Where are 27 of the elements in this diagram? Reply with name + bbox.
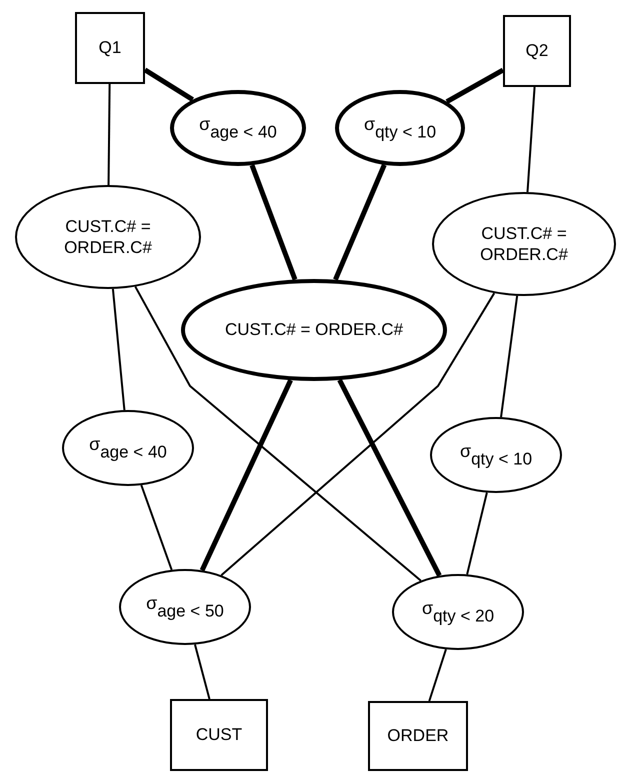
connector-line <box>428 649 447 702</box>
node-label: CUST <box>196 724 242 746</box>
node-label: Q2 <box>526 40 548 62</box>
node-label: CUST.C# = ORDER.C# <box>63 216 153 258</box>
table-box <box>503 15 571 87</box>
connector-line <box>526 86 536 192</box>
connector-line <box>337 378 442 577</box>
connector-line <box>500 296 518 418</box>
node-label: CUST.C# = ORDER.C# <box>479 222 569 266</box>
connector-line <box>333 164 387 281</box>
node-label: ORDER <box>387 725 449 747</box>
connector-line <box>200 379 293 572</box>
connector-line <box>144 68 194 102</box>
table-box <box>75 12 145 84</box>
connector-line <box>140 484 173 570</box>
connector-line <box>134 286 422 582</box>
connector-line <box>446 68 504 104</box>
connector-line <box>194 644 210 700</box>
table-box <box>368 701 468 771</box>
connector-line <box>220 292 496 576</box>
connector-line <box>108 84 111 186</box>
connector-line <box>112 288 126 410</box>
connector-line <box>250 164 298 280</box>
node-label: CUST.C# = ORDER.C# <box>224 319 404 341</box>
table-box <box>170 699 268 771</box>
connector-line <box>466 492 488 575</box>
node-label: Q1 <box>98 37 122 59</box>
